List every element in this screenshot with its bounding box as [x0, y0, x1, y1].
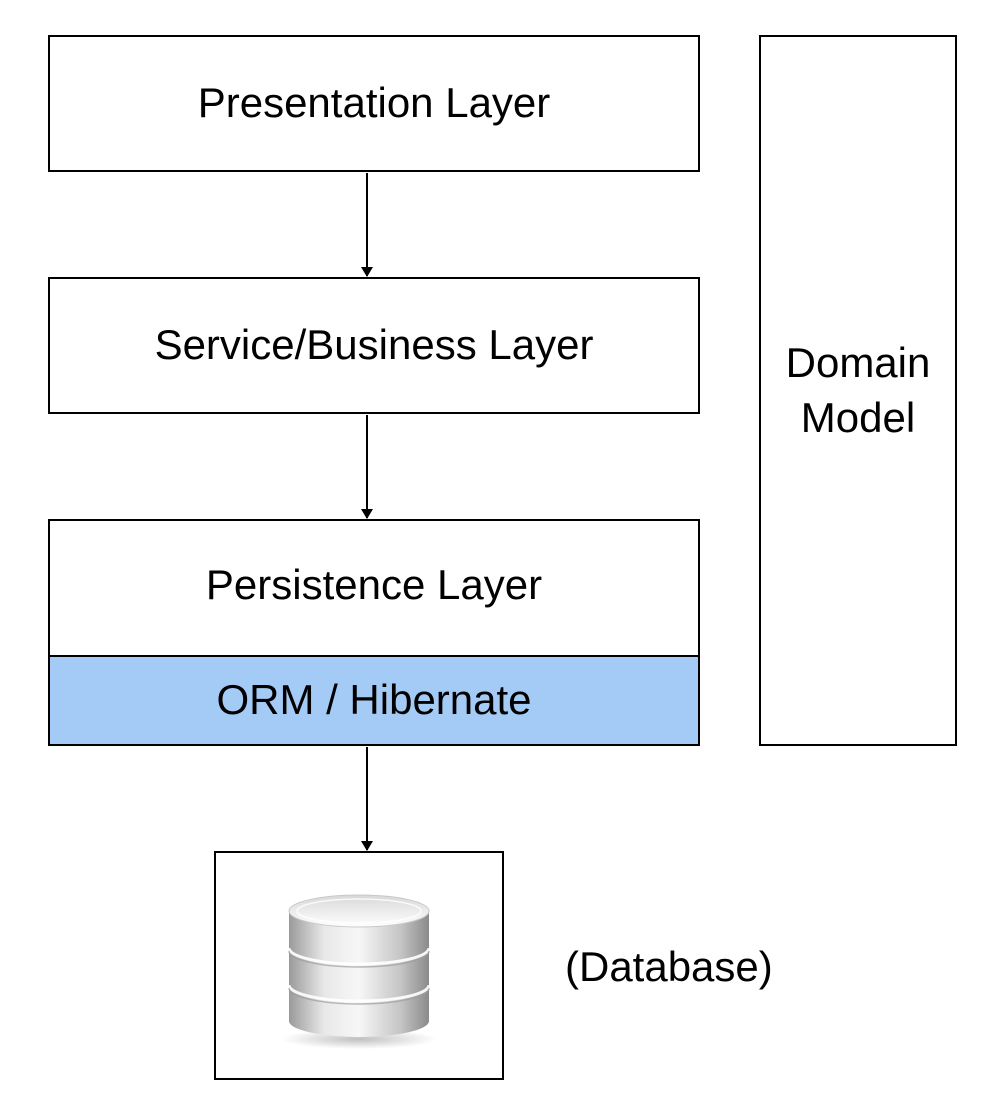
- database-icon: [281, 894, 437, 1049]
- persistence-layer-box: Persistence Layer: [48, 519, 700, 657]
- domain-model-line2: Model: [800, 393, 916, 441]
- presentation-layer-label: Presentation Layer: [197, 79, 551, 127]
- orm-hibernate-box: ORM / Hibernate: [48, 655, 700, 746]
- database-box: [214, 851, 504, 1080]
- service-business-layer-label: Service/Business Layer: [154, 321, 594, 369]
- database-caption: (Database): [565, 943, 773, 990]
- persistence-layer-label: Persistence Layer: [205, 560, 543, 608]
- domain-model-line1: Domain: [785, 338, 931, 386]
- service-business-layer-box: Service/Business Layer: [48, 277, 700, 414]
- presentation-layer-box: Presentation Layer: [48, 35, 700, 172]
- orm-hibernate-label: ORM / Hibernate: [216, 676, 532, 724]
